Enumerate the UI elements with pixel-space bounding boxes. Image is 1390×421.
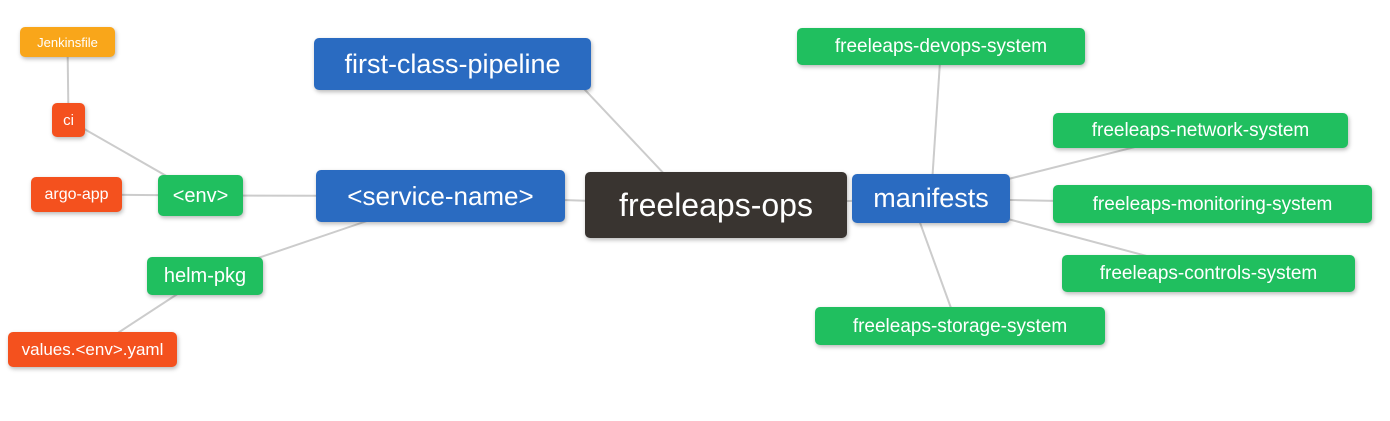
node-helm-pkg[interactable]: helm-pkg [147,257,263,295]
node-freeleaps-ops[interactable]: freeleaps-ops [585,172,847,238]
node-env[interactable]: <env> [158,175,243,216]
edge-manifests-storage-system [917,217,953,310]
node-first-class-pipeline[interactable]: first-class-pipeline [314,38,591,90]
node-values-env-yaml[interactable]: values.<env>.yaml [8,332,177,367]
node-controls-system[interactable]: freeleaps-controls-system [1062,255,1355,292]
node-monitoring-system[interactable]: freeleaps-monitoring-system [1053,185,1372,223]
node-ci[interactable]: ci [52,103,85,137]
edge-first-class-pipeline-freeleaps-ops [581,86,665,175]
node-manifests[interactable]: manifests [852,174,1010,223]
node-devops-system[interactable]: freeleaps-devops-system [797,28,1085,65]
node-jenkinsfile[interactable]: Jenkinsfile [20,27,115,57]
node-service-name[interactable]: <service-name> [316,170,565,222]
edge-manifests-devops-system [930,46,942,199]
node-argo-app[interactable]: argo-app [31,177,122,212]
node-storage-system[interactable]: freeleaps-storage-system [815,307,1105,345]
node-network-system[interactable]: freeleaps-network-system [1053,113,1348,148]
